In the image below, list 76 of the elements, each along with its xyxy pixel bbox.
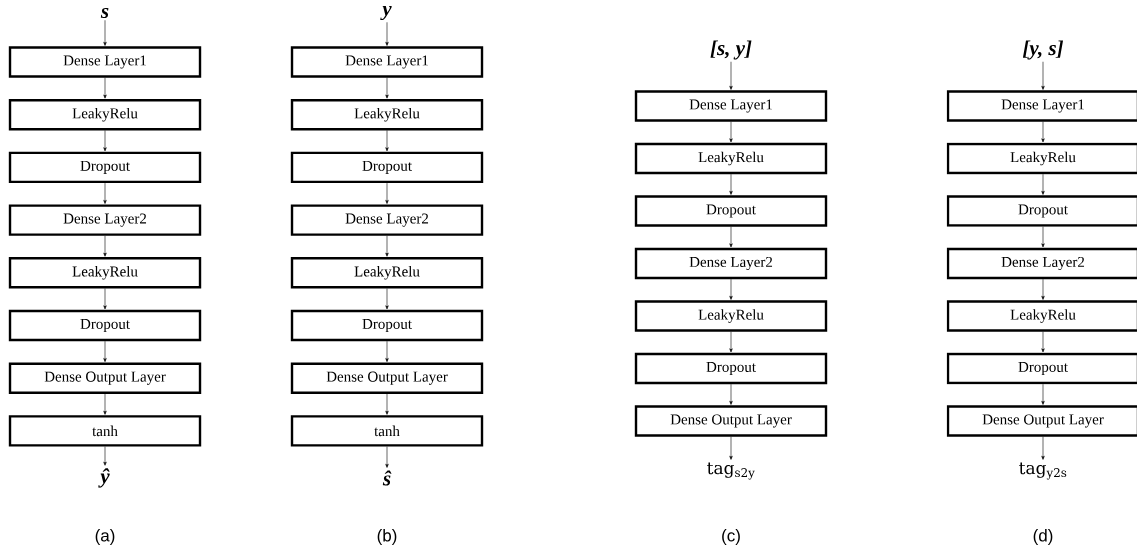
layer-box: Dropout	[634, 195, 828, 227]
panel-label: (b)	[377, 529, 397, 545]
arrow	[103, 130, 107, 152]
layer-box: Dense Layer1	[946, 90, 1137, 122]
output-symbol: tag$_{s2y}$	[707, 462, 755, 480]
arrow	[385, 130, 389, 152]
input-symbol: [s, y]	[710, 40, 752, 60]
arrow	[1041, 331, 1045, 353]
layer-box: Dense Layer2	[946, 247, 1137, 280]
layer-box: Dense Output Layer	[290, 362, 484, 394]
arrow	[729, 331, 733, 353]
layer-box: Dropout	[8, 309, 202, 342]
input-symbol: y	[380, 5, 392, 21]
input-symbol: [y, s]	[1022, 40, 1064, 60]
layer-box: LeakyRelu	[634, 300, 828, 332]
arrow	[103, 19, 107, 46]
layer-box: LeakyRelu	[290, 99, 484, 131]
arrow	[729, 61, 733, 90]
arrow	[103, 393, 107, 415]
layer-box: Dense Layer1	[8, 46, 202, 78]
layer-box: Dropout	[946, 195, 1137, 227]
layer-box: LeakyRelu	[946, 300, 1137, 332]
arrow	[103, 235, 107, 257]
arrow	[729, 436, 733, 460]
arrow	[385, 182, 389, 204]
layer-box: LeakyRelu	[946, 142, 1137, 175]
layer-box: Dense Layer2	[634, 247, 828, 280]
arrow	[1041, 61, 1045, 90]
output-symbol: tag$_{y2s}$	[1019, 462, 1067, 480]
layer-box: Dense Layer2	[8, 204, 202, 236]
layer-box: Dense Output Layer	[8, 362, 202, 394]
arrow	[1041, 173, 1045, 195]
layer-box: Dropout	[634, 352, 828, 385]
arrow	[385, 288, 389, 310]
arrow	[385, 340, 389, 362]
layer-box: Dropout	[290, 309, 484, 342]
arrow	[103, 446, 107, 466]
arrow	[1041, 226, 1045, 248]
arrow	[729, 121, 733, 143]
layer-box: LeakyRelu	[8, 257, 202, 289]
arrow	[729, 226, 733, 248]
layer-box: Dense Output Layer	[946, 405, 1137, 437]
panel-label: (c)	[722, 529, 740, 545]
arrow	[1041, 436, 1045, 460]
arrow	[385, 446, 389, 468]
arrow	[103, 288, 107, 310]
layer-box: LeakyRelu	[8, 99, 202, 131]
arrow	[103, 182, 107, 204]
panel-label: (d)	[1033, 529, 1053, 545]
arrow	[385, 77, 389, 99]
output-symbol: ŝ	[382, 470, 392, 486]
arrow	[385, 235, 389, 257]
arrow	[103, 77, 107, 99]
layer-box: Dense Layer1	[634, 90, 828, 122]
layer-box: Dense Layer2	[290, 204, 484, 236]
layer-box: Dropout	[946, 352, 1137, 385]
arrow	[729, 278, 733, 300]
arrow	[385, 22, 389, 46]
arrow	[729, 173, 733, 195]
output-symbol: ŷ	[98, 468, 110, 488]
arrow	[1041, 383, 1045, 405]
layer-box: Dropout	[290, 151, 484, 184]
layer-box: tanh	[290, 415, 484, 447]
arrow	[1041, 278, 1045, 300]
layer-box: tanh	[8, 415, 202, 447]
arrow	[1041, 121, 1045, 143]
layer-box: LeakyRelu	[634, 142, 828, 175]
arrow	[385, 393, 389, 415]
arrow	[103, 340, 107, 362]
layer-box: Dense Output Layer	[634, 405, 828, 437]
layer-box: Dense Layer1	[290, 46, 484, 78]
input-symbol: s	[100, 7, 109, 19]
layer-box: LeakyRelu	[290, 257, 484, 289]
layer-box: Dropout	[8, 151, 202, 184]
panel-label: (a)	[95, 529, 115, 545]
arrow	[729, 383, 733, 405]
